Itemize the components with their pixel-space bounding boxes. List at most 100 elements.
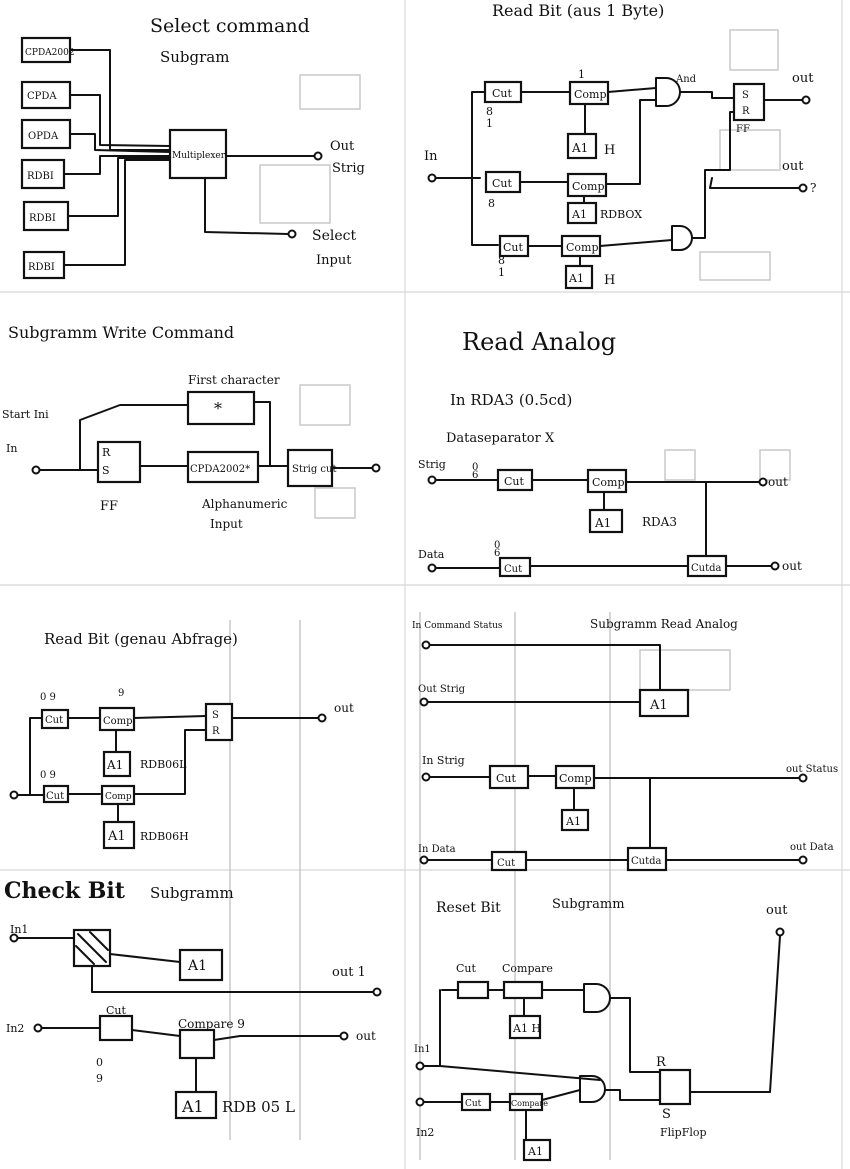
wire xyxy=(63,159,171,266)
wire xyxy=(253,401,271,467)
read-bit-byte-title: Read Bit (aus 1 Byte) xyxy=(492,1,664,20)
terminal xyxy=(33,1023,43,1033)
diagram-label: Comp xyxy=(559,772,592,785)
diagram-label: Compare xyxy=(511,1099,548,1108)
panel-read-bit-byte: Read Bit (aus 1 Byte) In Cut Cut Cut 8 1… xyxy=(424,1,816,290)
diagram-label: Cut xyxy=(496,772,517,785)
terminal xyxy=(317,713,327,723)
diagram-label: out Status xyxy=(786,764,838,775)
diagram-label: 1 xyxy=(578,68,585,81)
block xyxy=(20,36,72,64)
block xyxy=(22,250,66,280)
diagram-label: Comp xyxy=(105,792,132,802)
comp-block xyxy=(568,80,610,106)
wire xyxy=(69,94,171,147)
diagram-label: ? xyxy=(810,181,816,195)
diagram-label: In2 xyxy=(416,1126,434,1139)
diagram-label: Cutda xyxy=(691,563,722,574)
a1-block xyxy=(508,1014,542,1040)
block xyxy=(20,80,72,110)
diagram-label: Comp xyxy=(572,180,605,193)
diagram-label: In xyxy=(6,442,17,455)
diagram-label: out xyxy=(782,159,804,174)
a1-block xyxy=(102,750,132,778)
select-input-terminal xyxy=(287,229,297,239)
compare-block xyxy=(502,980,544,1000)
a1-block xyxy=(588,508,624,534)
diagram-label: S xyxy=(742,90,749,101)
panel-write-command: Subgramm Write Command Start Ini In R S … xyxy=(2,323,381,531)
select-input-text: Select xyxy=(312,228,356,244)
read-bit-in-terminal xyxy=(427,173,437,183)
panel-check-bit: Check Bit Subgramm In1 A1 out 1 In2 Cut … xyxy=(4,878,382,1120)
multiplexer-block xyxy=(168,128,228,180)
diagram-label: 0 xyxy=(472,462,478,473)
diagram-label: R xyxy=(102,446,111,459)
select-input-label: RDBI xyxy=(27,171,54,182)
reset-bit-title: Reset Bit xyxy=(436,900,501,916)
a1-block xyxy=(566,132,598,160)
a1-block xyxy=(178,948,224,982)
terminal xyxy=(419,697,429,707)
diagram-label: out xyxy=(782,559,802,573)
diagram-label: A1 xyxy=(187,958,207,974)
bleed-through-ghost-marks xyxy=(229,29,791,1160)
diagram-label: A1 xyxy=(568,272,584,285)
wire xyxy=(609,997,661,1073)
terminal xyxy=(339,1031,349,1041)
wire xyxy=(69,49,171,151)
diagram-label: First character xyxy=(188,373,280,387)
select-input-boxes: CPDA2002 CPDA OPDA RDBI RDBI RDBI xyxy=(20,36,75,280)
diagram-label: Data xyxy=(418,548,445,561)
diagram-label: In Data xyxy=(418,844,456,855)
diagram-label: 6 xyxy=(472,470,478,481)
read-bit-in-label: In xyxy=(424,149,438,164)
wire xyxy=(541,1089,581,1101)
diagram-label: A1 xyxy=(571,141,588,155)
diagram-label: S xyxy=(662,1107,671,1122)
compare-block xyxy=(178,1028,216,1060)
select-out-label: Out xyxy=(330,139,355,154)
a1-block xyxy=(102,820,136,850)
select-command-subtitle: Subgram xyxy=(160,48,229,66)
diagram-label: out xyxy=(766,903,788,918)
diagram-label: A1 xyxy=(571,208,587,221)
diagram-label: 1 xyxy=(486,117,493,130)
read-analog-title: Read Analog xyxy=(462,328,616,356)
diagram-label: RDB06L xyxy=(140,758,187,771)
a1-block xyxy=(174,1090,218,1120)
select-out-terminal xyxy=(313,151,323,161)
diagram-label: A1 xyxy=(594,516,611,530)
wire xyxy=(75,931,109,965)
cut-block xyxy=(98,1014,134,1042)
diagram-label: 6 xyxy=(494,548,500,559)
terminal xyxy=(9,790,19,800)
diagram-label: 8 xyxy=(488,197,495,210)
wire xyxy=(67,157,171,217)
diagram-label: * xyxy=(214,399,222,418)
reset-bit-subtitle: Subgramm xyxy=(552,897,625,912)
terminal xyxy=(415,1097,425,1107)
select-command-title: Select command xyxy=(150,15,310,37)
wire xyxy=(133,729,207,795)
diagram-label: Compare 9 xyxy=(178,1017,245,1031)
diagram-label: Compare xyxy=(502,962,553,975)
diagram-label: 0 xyxy=(494,540,500,551)
panel-read-analog: Read Analog In RDA3 (0.5cd) Dataseparato… xyxy=(418,328,802,578)
diagram-label: Cut xyxy=(503,241,524,254)
a1-block xyxy=(522,1138,552,1162)
cut-block xyxy=(456,980,490,1000)
wire xyxy=(109,953,181,963)
diagram-label: Cut xyxy=(492,87,513,100)
terminal xyxy=(419,855,429,865)
terminal xyxy=(427,475,437,485)
diagram-label: Input xyxy=(210,517,243,531)
diagram-label: A1 xyxy=(565,815,581,828)
diagram-label: 0 9 xyxy=(40,692,56,703)
a1-block xyxy=(638,688,690,718)
diagram-label: H xyxy=(604,143,615,158)
diagram-label: Cut xyxy=(504,475,525,488)
diagram-label: out 1 xyxy=(332,965,366,980)
terminal xyxy=(31,465,41,475)
ff-block xyxy=(96,440,142,484)
